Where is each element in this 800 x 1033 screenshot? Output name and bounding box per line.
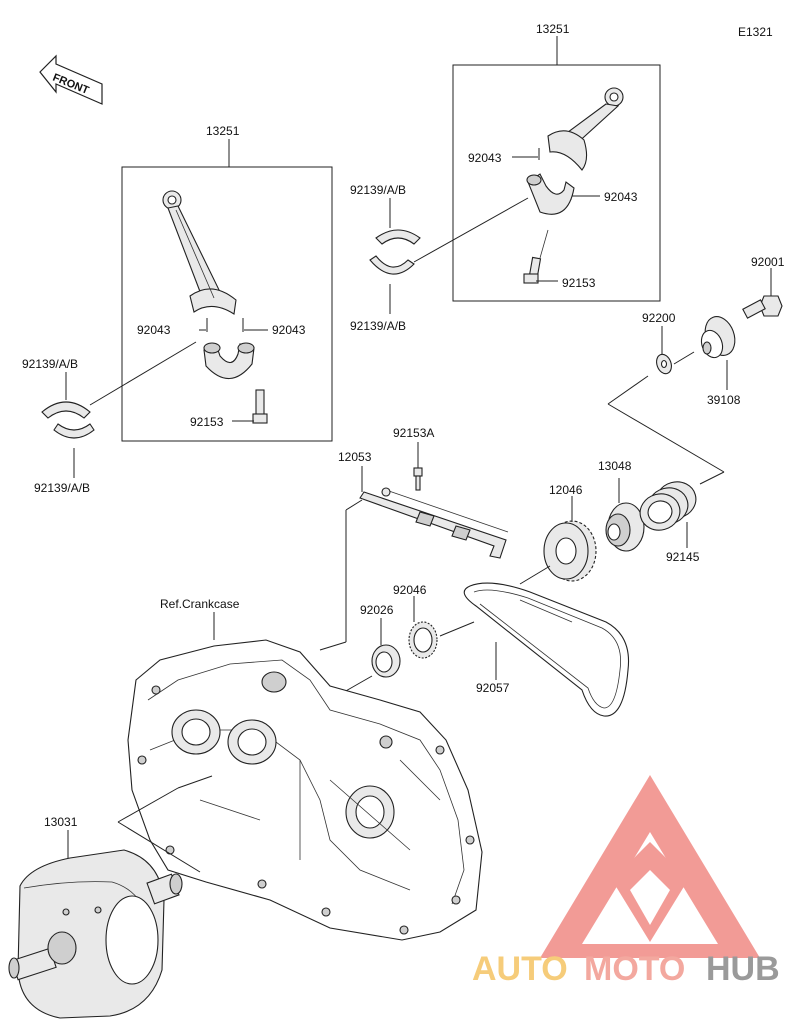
bearing-shell-right-top-icon: [375, 229, 421, 245]
sprocket-39108-icon: 39108: [700, 316, 741, 407]
label-bolt-92001: 92001: [751, 255, 785, 269]
label-washer-92200: 92200: [642, 311, 676, 325]
label-seal-92026: 92026: [360, 603, 394, 617]
label-sprocket-39108: 39108: [707, 393, 741, 407]
spring-92145-icon: 92145: [639, 481, 700, 564]
hub-13048-icon: 13048: [598, 459, 645, 552]
label-bolt-left: 92153: [190, 415, 224, 429]
label-bearing-left-bottom: 92139/A/B: [34, 481, 90, 495]
bearing-shells-left: 92139/A/B 92139/A/B: [22, 357, 95, 495]
label-conrod-right: 13251: [536, 22, 570, 36]
label-bearing-left-top: 92139/A/B: [22, 357, 78, 371]
washer-92200-icon: 92200: [642, 311, 676, 375]
label-sprocket-12046: 12046: [549, 483, 583, 497]
label-hub-13048: 13048: [598, 459, 632, 473]
crankcase-icon: Ref.Crankcase: [127, 597, 483, 941]
label-pin-right-1: 92043: [468, 151, 502, 165]
label-bearing-92046: 92046: [393, 583, 427, 597]
bolt-left-icon: [232, 389, 268, 424]
label-ref-crankcase: Ref.Crankcase: [160, 597, 240, 611]
label-guide-12053: 12053: [338, 450, 372, 464]
watermark-auto: AUTO: [472, 950, 568, 988]
label-bearing-right-top: 92139/A/B: [350, 183, 406, 197]
bearing-shell-left-bottom-icon: [53, 423, 95, 439]
label-pin-right-2: 92043: [604, 190, 638, 204]
sprocket-12046-icon: 12046: [543, 483, 597, 582]
conrod-right-icon: [547, 87, 624, 171]
diagram-code: E1321: [738, 25, 773, 39]
bearing-92046-icon: 92046: [393, 583, 438, 659]
conrod-right-group: 13251 92043 92043 92153: [413, 22, 661, 302]
label-spring-92145: 92145: [666, 550, 700, 564]
label-pin-left-2: 92043: [272, 323, 306, 337]
label-conrod-left: 13251: [206, 124, 240, 138]
front-arrow-icon: FRONT: [39, 54, 103, 105]
conrod-left-icon: [162, 190, 237, 315]
label-pin-left-1: 92043: [137, 323, 171, 337]
chain-guide-12053-icon: 12053: [338, 450, 509, 559]
conrod-cap-right-icon: [526, 173, 575, 215]
crankshaft-13031-icon: 13031: [8, 775, 213, 1019]
bearing-shell-right-bottom-icon: [369, 255, 415, 275]
bolt-right-icon: [523, 229, 558, 284]
bolt-92001-icon: 92001: [742, 255, 785, 319]
label-bolt-right: 92153: [562, 276, 596, 290]
conrod-left-group: 13251 92043 92043 92153: [89, 124, 333, 442]
label-crankshaft-13031: 13031: [44, 815, 78, 829]
conrod-cap-left-icon: [203, 342, 255, 380]
bolt-92153A-icon: 92153A: [393, 426, 434, 491]
watermark-moto: MOTO: [584, 950, 685, 988]
label-bolt-92153A: 92153A: [393, 426, 434, 440]
chain-92057-icon: 92057: [463, 582, 630, 717]
bearing-shell-left-top-icon: [41, 401, 91, 419]
watermark-logo: [540, 775, 760, 958]
bearing-shells-right: 92139/A/B 92139/A/B: [350, 183, 421, 333]
label-bearing-right-bottom: 92139/A/B: [350, 319, 406, 333]
label-chain-92057: 92057: [476, 681, 510, 695]
watermark-hub: HUB: [706, 950, 780, 988]
seal-92026-icon: 92026: [360, 603, 401, 678]
